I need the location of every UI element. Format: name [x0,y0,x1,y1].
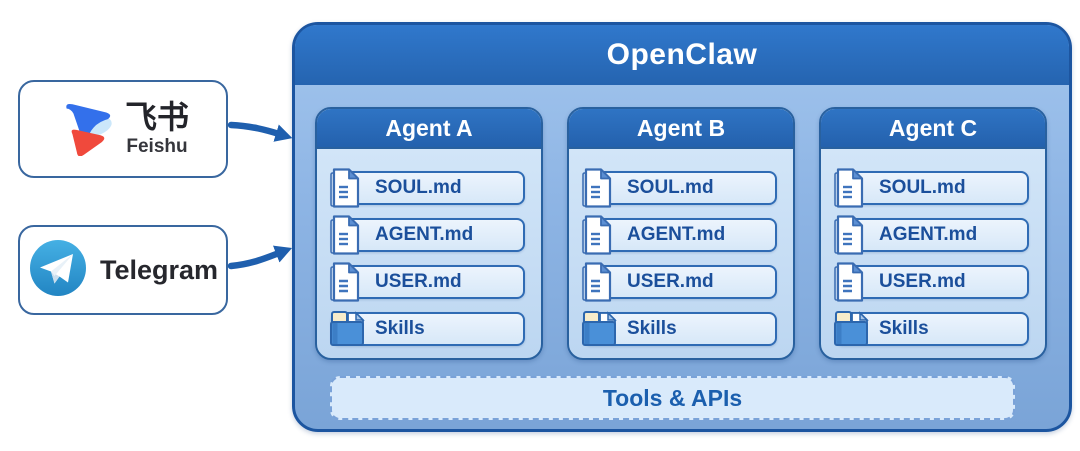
feishu-subtitle: Feishu [126,136,188,158]
document-icon [581,214,613,262]
file-label: AGENT.md [879,224,978,245]
file-item: USER.md [834,262,1029,302]
file-item: AGENT.md [330,215,525,255]
file-item: SOUL.md [834,168,1029,208]
document-icon [581,167,613,215]
file-label: SOUL.md [879,177,966,198]
folder-label: Skills [375,318,425,339]
tools-apis-bar: Tools & APIs [330,376,1015,420]
feishu-logo-icon [57,98,115,161]
agent-a-body: SOUL.md AGENT.md [317,149,541,346]
file-item: SOUL.md [582,168,777,208]
document-icon [833,167,865,215]
agent-b-body: SOUL.md AGENT.md [569,149,793,346]
file-label: SOUL.md [375,177,462,198]
agent-b-label: Agent B [636,114,726,141]
agent-b-header: Agent B [569,109,793,149]
folder-item: Skills [582,311,777,346]
agent-c-body: SOUL.md AGENT.md [821,149,1045,346]
file-item: USER.md [582,262,777,302]
file-item: SOUL.md [330,168,525,208]
file-label: AGENT.md [627,224,726,245]
openclaw-header: OpenClaw [295,25,1069,85]
telegram-logo-icon [28,238,88,303]
feishu-title: 飞书 [124,98,189,135]
folder-item: Skills [834,311,1029,346]
agent-column-c: Agent C SOUL.md [819,107,1047,360]
document-icon [329,167,361,215]
file-item: AGENT.md [582,215,777,255]
document-icon [581,261,613,309]
agent-column-a: Agent A SOUL.md [315,107,543,360]
page-title: OpenClaw [606,38,758,71]
telegram-card: Telegram [18,225,228,315]
file-item: USER.md [330,262,525,302]
document-icon [833,261,865,309]
file-label: AGENT.md [375,224,474,245]
file-label: USER.md [375,271,462,292]
file-label: USER.md [879,271,966,292]
telegram-title: Telegram [99,254,219,285]
document-icon [833,214,865,262]
folder-label: Skills [879,318,929,339]
folder-label: Skills [627,318,677,339]
agent-c-header: Agent C [821,109,1045,149]
folder-icon [329,309,366,355]
feishu-arrow [227,121,293,142]
folder-icon [581,309,618,355]
folder-item: Skills [330,311,525,346]
folder-icon [833,309,870,355]
file-item: AGENT.md [834,215,1029,255]
feishu-card: 飞书 Feishu [18,80,228,178]
agent-a-header: Agent A [317,109,541,149]
file-label: SOUL.md [627,177,714,198]
file-label: USER.md [627,271,714,292]
document-icon [329,261,361,309]
agent-column-b: Agent B SOUL.md [567,107,795,360]
document-icon [329,214,361,262]
agent-c-label: Agent C [888,114,978,141]
telegram-arrow [227,245,293,270]
openclaw-container: OpenClaw Agent A [292,22,1072,432]
tools-apis-label: Tools & APIs [602,384,743,411]
agent-a-label: Agent A [385,114,473,141]
agent-columns: Agent A SOUL.md [315,107,1047,360]
